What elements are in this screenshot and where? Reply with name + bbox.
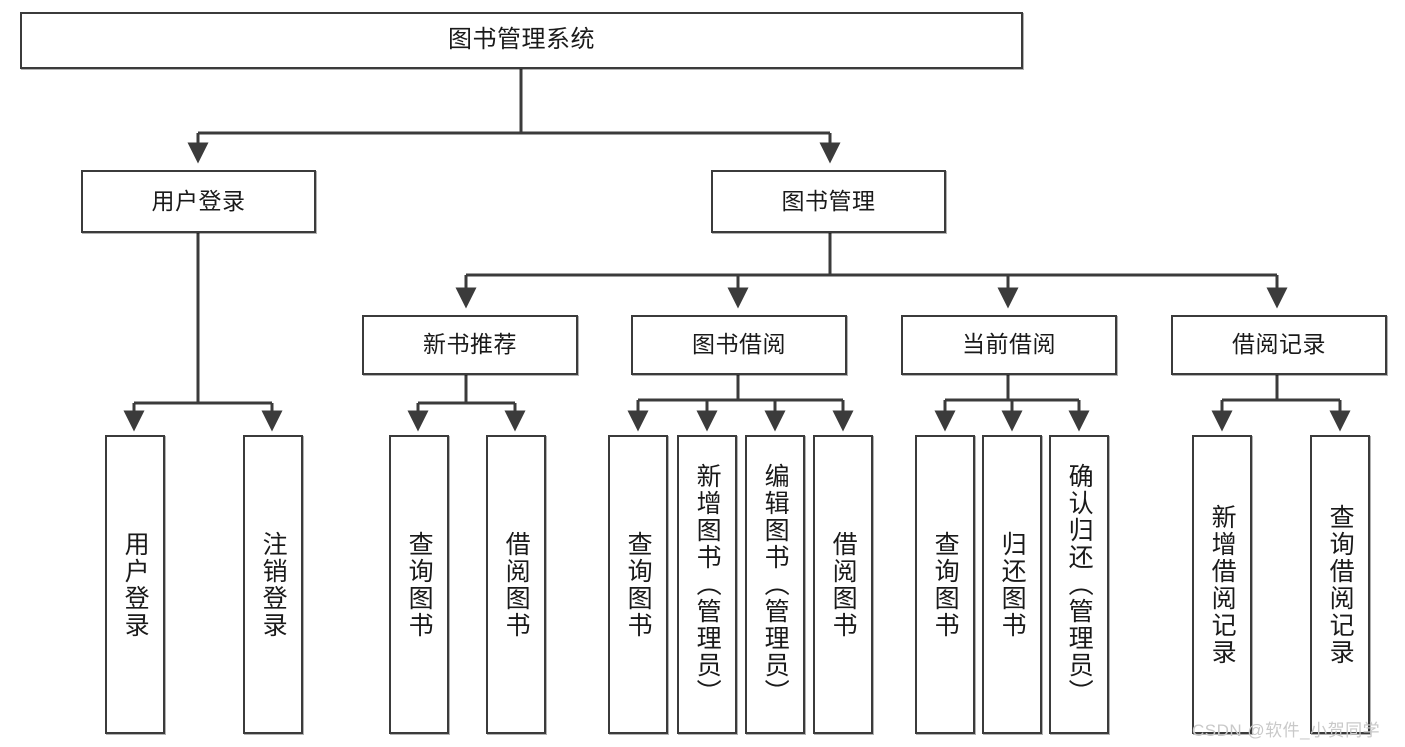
node-leaf-query-book-recommend[interactable]: 查询图书 — [389, 435, 449, 734]
node-leaf-borrow-book-recommend[interactable]: 借阅图书 — [486, 435, 546, 734]
node-new-book-recommend[interactable]: 新书推荐 — [362, 315, 578, 375]
node-label: 借阅图书 — [829, 530, 858, 639]
node-label: 查询图书 — [931, 530, 960, 639]
node-label: 归还图书 — [998, 530, 1027, 639]
node-root-book-management-system[interactable]: 图书管理系统 — [20, 12, 1023, 69]
node-book-management[interactable]: 图书管理 — [711, 170, 946, 233]
node-leaf-add-borrow-record[interactable]: 新增借阅记录 — [1192, 435, 1252, 734]
node-current-borrow[interactable]: 当前借阅 — [901, 315, 1117, 375]
node-label: 借阅图书 — [502, 530, 531, 639]
node-leaf-confirm-return-admin[interactable]: 确认归还（管理员） — [1049, 435, 1109, 734]
node-label: 新增借阅记录 — [1208, 503, 1237, 666]
node-label: 查询借阅记录 — [1326, 503, 1355, 666]
node-leaf-query-borrow-record[interactable]: 查询借阅记录 — [1310, 435, 1370, 734]
node-leaf-edit-book-admin[interactable]: 编辑图书（管理员） — [745, 435, 805, 734]
node-label: 图书借阅 — [692, 331, 786, 358]
node-label: 编辑图书（管理员） — [761, 463, 790, 706]
node-leaf-logout[interactable]: 注销登录 — [243, 435, 303, 734]
node-label: 新增图书（管理员） — [693, 463, 722, 706]
csdn-watermark: CSDN @软件_小贺同学 — [1192, 721, 1381, 740]
node-leaf-query-book-borrow[interactable]: 查询图书 — [608, 435, 668, 734]
node-label: 新书推荐 — [423, 331, 517, 358]
node-label: 查询图书 — [624, 530, 653, 639]
node-label: 借阅记录 — [1232, 331, 1326, 358]
node-label: 查询图书 — [405, 530, 434, 639]
node-label: 用户登录 — [151, 187, 246, 214]
node-book-borrow[interactable]: 图书借阅 — [631, 315, 847, 375]
node-user-login[interactable]: 用户登录 — [81, 170, 316, 233]
node-leaf-return-book[interactable]: 归还图书 — [982, 435, 1042, 734]
node-label: 确认归还（管理员） — [1065, 463, 1094, 706]
node-label: 当前借阅 — [962, 331, 1056, 358]
node-leaf-add-book-admin[interactable]: 新增图书（管理员） — [677, 435, 737, 734]
node-leaf-borrow-book[interactable]: 借阅图书 — [813, 435, 873, 734]
node-leaf-user-login[interactable]: 用户登录 — [105, 435, 165, 734]
node-label: 用户登录 — [121, 530, 150, 639]
node-borrow-record[interactable]: 借阅记录 — [1171, 315, 1387, 375]
node-leaf-query-book-current[interactable]: 查询图书 — [915, 435, 975, 734]
node-label: 图书管理系统 — [448, 26, 595, 54]
node-label: 图书管理 — [781, 187, 876, 214]
node-label: 注销登录 — [259, 530, 288, 639]
